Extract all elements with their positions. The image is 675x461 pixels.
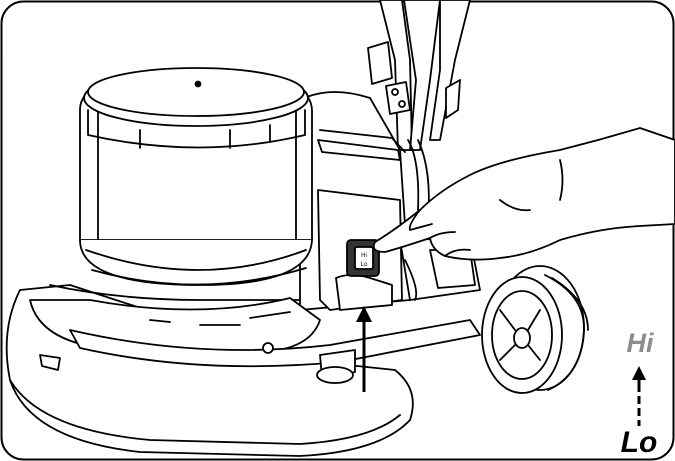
chassis-bar [69, 319, 481, 384]
low-speed-label: Lo [620, 426, 658, 459]
svg-text:Hi: Hi [361, 253, 367, 259]
speed-indicator-arrow [632, 366, 646, 426]
rear-wheel [481, 265, 589, 394]
svg-text:Lo: Lo [361, 262, 368, 268]
up-arrow-icon [356, 306, 372, 392]
speed-switch-icon[interactable]: Hi Lo [346, 239, 380, 277]
high-speed-label: Hi [626, 328, 654, 358]
pointing-hand-icon [372, 127, 675, 261]
handle-shaft [367, 0, 471, 221]
motor-cylinder [79, 67, 313, 286]
